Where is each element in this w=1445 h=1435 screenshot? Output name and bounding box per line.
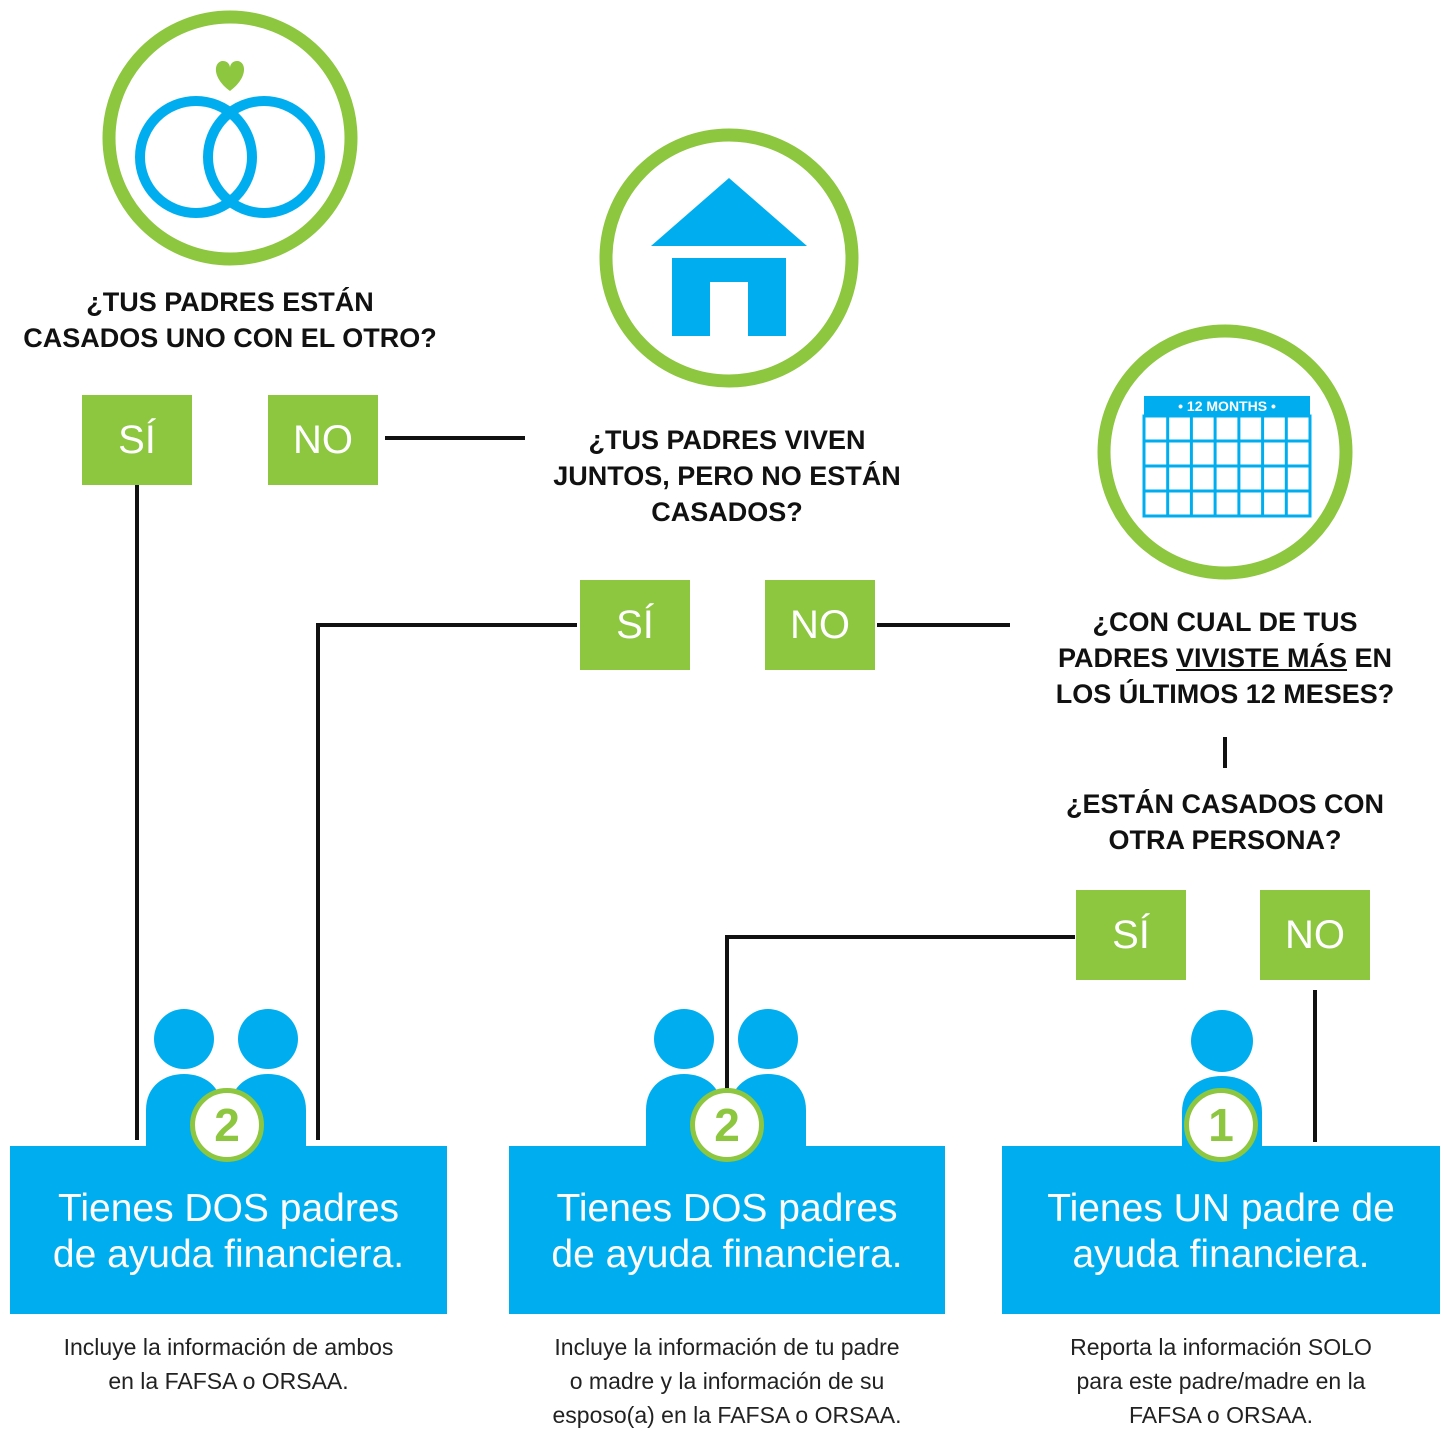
question-line: PADRES VIVISTE MÁS EN: [1005, 640, 1445, 676]
house-icon: [599, 128, 859, 388]
q1-no-button[interactable]: NO: [268, 395, 378, 485]
result-text-line: de ayuda financiera.: [551, 1233, 903, 1276]
question-line: ¿ESTÁN CASADOS CON: [1065, 789, 1384, 819]
result-text-line: ayuda financiera.: [1072, 1233, 1370, 1276]
question-line: OTRA PERSONA?: [1108, 825, 1342, 855]
q2-no-button[interactable]: NO: [765, 580, 875, 670]
result-text-line: Tienes UN padre de: [1047, 1187, 1395, 1230]
question-line: LOS ÚLTIMOS 12 MESES?: [1055, 679, 1395, 709]
result-text-line: de ayuda financiera.: [52, 1233, 405, 1276]
count-badge: 1: [1184, 1088, 1258, 1162]
question-parents-married: ¿TUS PADRES ESTÁN CASADOS UNO CON EL OTR…: [0, 284, 460, 356]
calendar-label: • 12 MONTHS •: [1178, 398, 1276, 414]
question-line: ¿TUS PADRES VIVEN: [588, 425, 866, 455]
note-line: Reporta la información SOLO: [1070, 1334, 1372, 1360]
note-line: o madre y la información de su: [569, 1368, 885, 1394]
note-line: Incluye la información de ambos: [63, 1334, 394, 1360]
q2-yes-to-result1-line: [316, 623, 577, 1140]
heart-icon: [215, 61, 245, 91]
result-two-parents-box: Tienes DOS padres de ayuda financiera.: [10, 1146, 447, 1314]
result-text-line: Tienes DOS padres: [556, 1187, 898, 1230]
count-badge: 2: [690, 1088, 764, 1162]
result-one-parent-box: Tienes UN padre de ayuda financiera.: [1002, 1146, 1440, 1314]
note-line: FAFSA o ORSAA.: [1128, 1402, 1314, 1428]
q1-yes-button[interactable]: SÍ: [82, 395, 192, 485]
result-text-line: Tienes DOS padres: [57, 1187, 400, 1230]
question-married-to-other: ¿ESTÁN CASADOS CON OTRA PERSONA?: [1005, 786, 1445, 858]
question-live-together: ¿TUS PADRES VIVEN JUNTOS, PERO NO ESTÁN …: [520, 422, 934, 530]
question-text: PADRES: [1057, 643, 1176, 673]
question-line: ¿TUS PADRES ESTÁN: [86, 287, 374, 317]
q4-yes-button[interactable]: SÍ: [1076, 890, 1186, 980]
note-line: en la FAFSA o ORSAA.: [108, 1368, 349, 1394]
result-two-parents-stepparent-box: Tienes DOS padres de ayuda financiera.: [509, 1146, 945, 1314]
question-line: CASADOS UNO CON EL OTRO?: [23, 323, 437, 353]
result-note: Reporta la información SOLO para este pa…: [992, 1330, 1445, 1432]
question-text: EN: [1347, 643, 1393, 673]
question-underlined-text: VIVISTE MÁS: [1175, 643, 1348, 673]
result-note: Incluye la información de tu padre o mad…: [497, 1330, 957, 1432]
q2-yes-button[interactable]: SÍ: [580, 580, 690, 670]
result-note: Incluye la información de ambos en la FA…: [0, 1330, 457, 1398]
question-line: ¿CON CUAL DE TUS: [1092, 607, 1358, 637]
calendar-icon: • 12 MONTHS •: [1097, 324, 1353, 580]
note-line: para este padre/madre en la: [1076, 1368, 1366, 1394]
wedding-rings-icon: [102, 10, 358, 266]
count-badge: 2: [190, 1088, 264, 1162]
q4-no-button[interactable]: NO: [1260, 890, 1370, 980]
question-line: CASADOS?: [651, 497, 803, 527]
question-line: JUNTOS, PERO NO ESTÁN: [553, 461, 901, 491]
q4-yes-to-result2-line: [725, 935, 1075, 1100]
question-lived-with-most: ¿CON CUAL DE TUS PADRES VIVISTE MÁS EN L…: [1005, 604, 1445, 712]
note-line: esposo(a) en la FAFSA o ORSAA.: [552, 1402, 902, 1428]
note-line: Incluye la información de tu padre: [554, 1334, 900, 1360]
